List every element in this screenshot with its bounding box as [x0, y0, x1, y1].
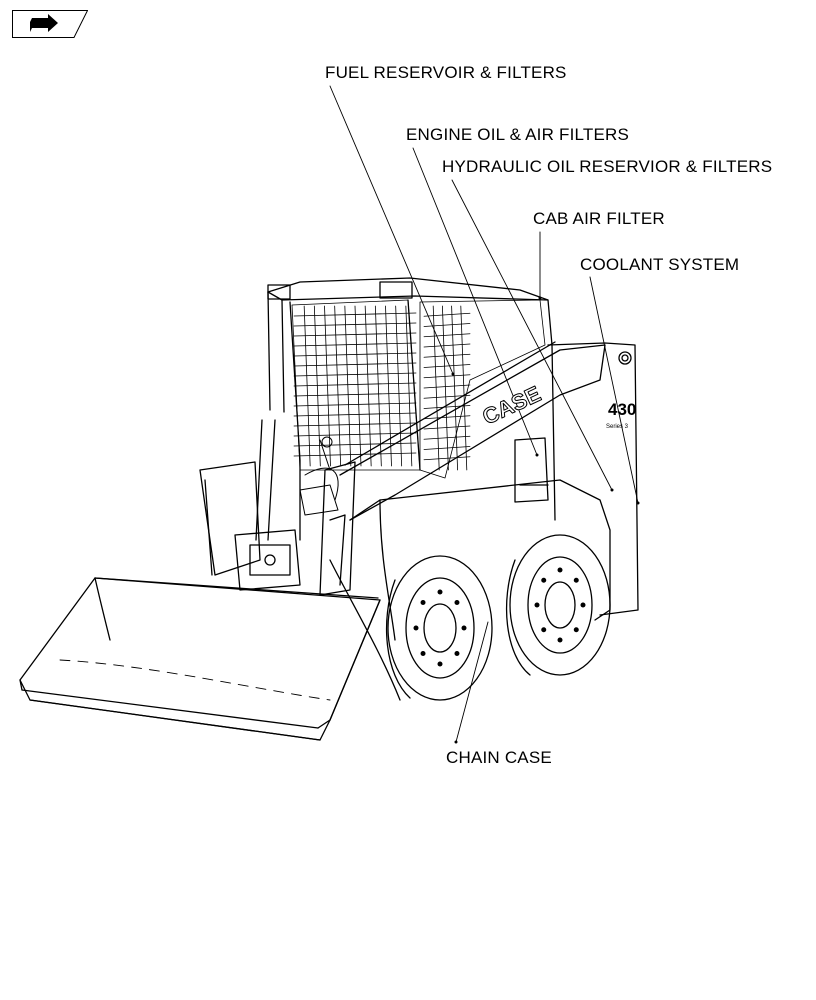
- rear-wheel: [506, 534, 611, 676]
- leader-chain: [455, 621, 489, 743]
- operator-seat: [299, 436, 339, 516]
- leader-coolant: [589, 276, 639, 504]
- rear-tower: 430 Series 3: [547, 342, 639, 616]
- rivets: [451, 296, 640, 744]
- label-hydraulic-oil-reservoir-filters: HYDRAULIC OIL RESERVIOR & FILTERS: [442, 157, 773, 176]
- forward-arrow-button[interactable]: [12, 10, 88, 38]
- series-decal: Series 3: [606, 424, 629, 430]
- label-cab-air-filter: CAB AIR FILTER: [533, 209, 665, 228]
- front-grille: [291, 299, 421, 471]
- leader-engine: [412, 147, 538, 456]
- bucket: [19, 577, 381, 741]
- model-decal: 430: [608, 400, 636, 419]
- label-fuel-reservoir-filters: FUEL RESERVOIR & FILTERS: [325, 63, 567, 82]
- label-coolant-system: COOLANT SYSTEM: [580, 255, 740, 274]
- leader-hydraulic: [451, 179, 613, 491]
- brand-decal: CASE: [479, 381, 545, 429]
- forward-arrow-icon: [30, 14, 58, 32]
- front-wheel: [386, 555, 493, 701]
- side-grille: [419, 299, 546, 479]
- label-chain-case: CHAIN CASE: [446, 748, 552, 767]
- label-engine-oil-air-filters: ENGINE OIL & AIR FILTERS: [406, 125, 630, 144]
- lift-arms: [199, 461, 356, 596]
